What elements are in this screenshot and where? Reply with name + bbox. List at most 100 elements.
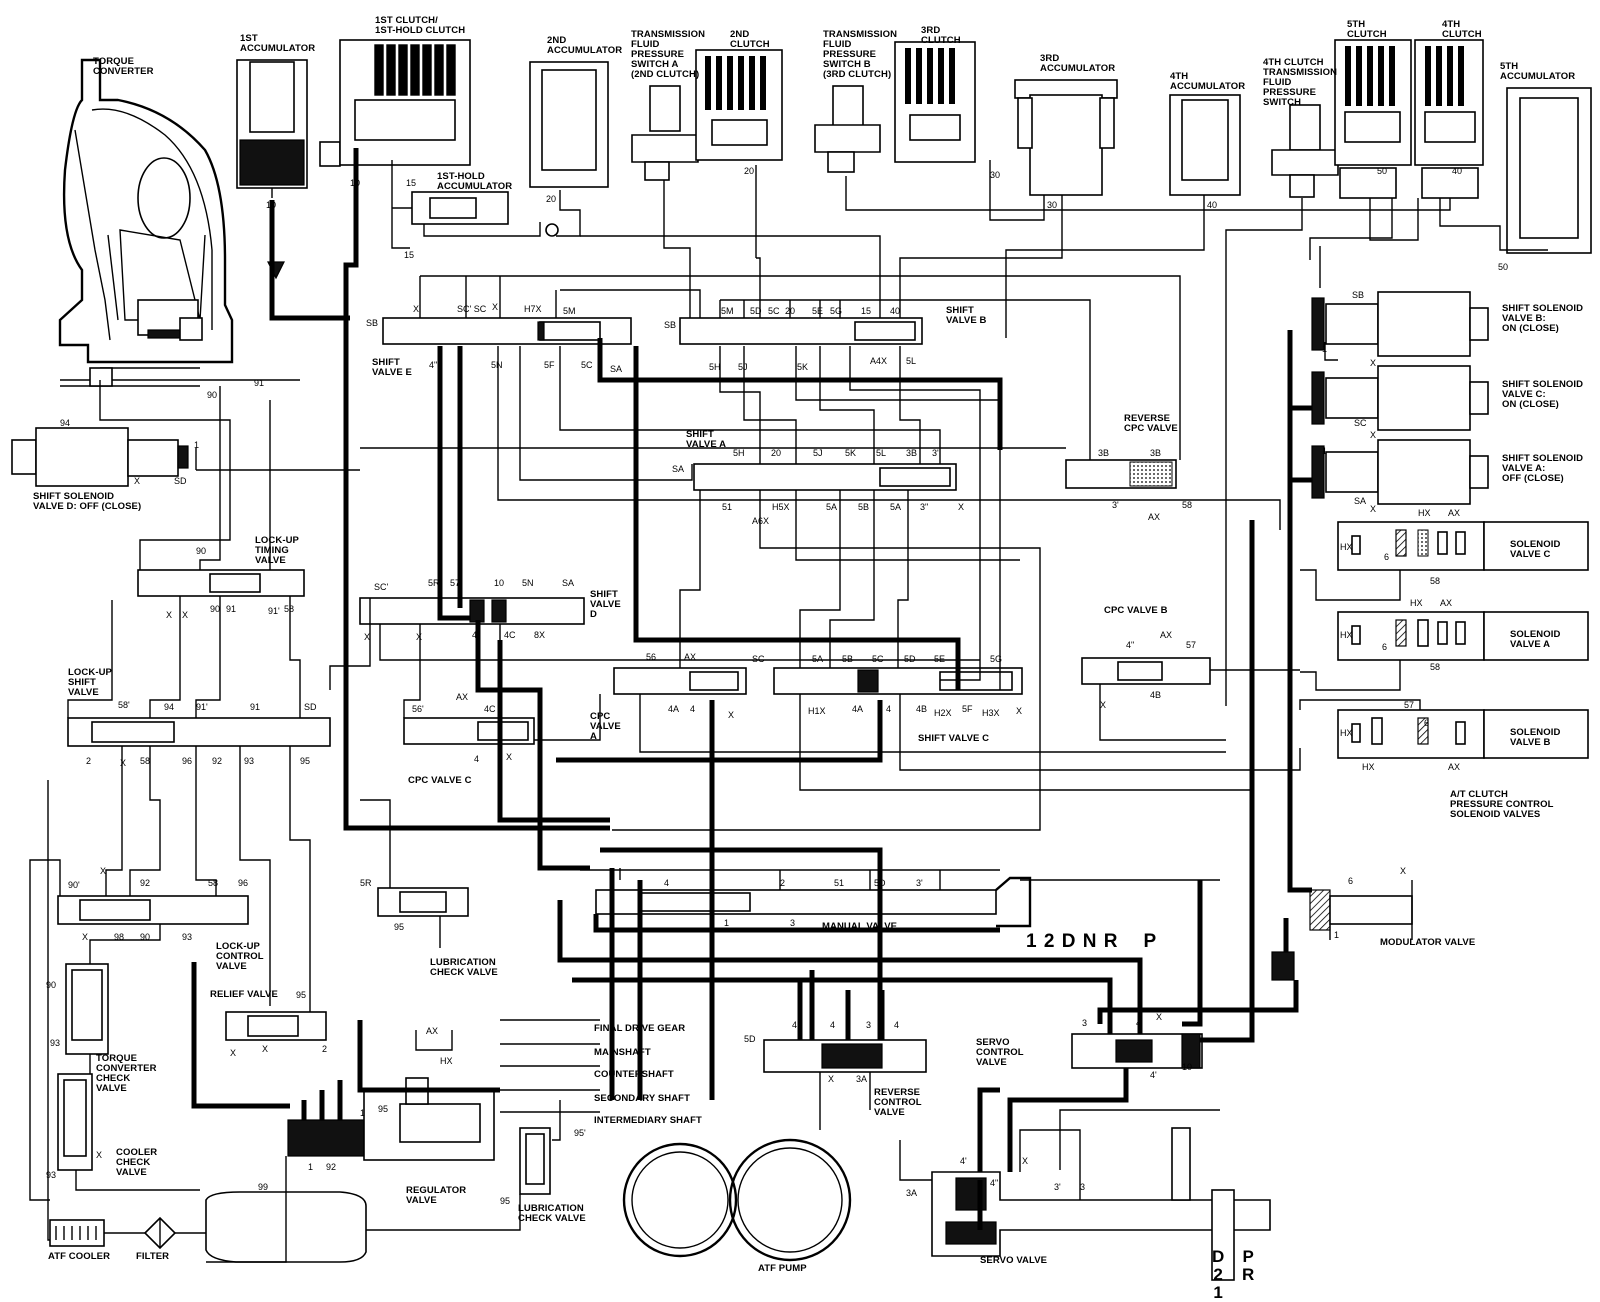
port-label: H3X: [982, 708, 1000, 718]
accumulator-1st: [236, 59, 308, 198]
port-label: 58: [208, 878, 219, 888]
port-label: X: [182, 610, 189, 620]
port-label: HX: [440, 1056, 453, 1066]
port-label: X: [166, 610, 173, 620]
reverse-control-valve: [763, 1039, 927, 1073]
port-label: 6: [1348, 876, 1354, 886]
atf-cooler: [49, 1219, 105, 1247]
port-label: 4B: [916, 704, 928, 714]
port-label: 5M: [721, 306, 734, 316]
label-atf-pump: ATF PUMP: [758, 1263, 807, 1274]
label-shift-solenoid-b: SHIFT SOLENOID VALVE B: ON (CLOSE): [1502, 303, 1584, 334]
lockup-shift-valve: [67, 717, 331, 747]
port-label: 5M: [563, 306, 576, 316]
relief-valve: [225, 1011, 327, 1041]
port-label: 8X: [534, 630, 546, 640]
shift-valve-a: [693, 463, 957, 491]
label-3rd-accumulator: 3RD ACCUMULATOR: [1040, 53, 1116, 74]
port-label: HX: [1340, 630, 1353, 640]
label-shift-valve-a: SHIFT VALVE A: [686, 429, 727, 450]
port-label: 98: [114, 932, 125, 942]
label-shift-solenoid-c: SHIFT SOLENOID VALVE C: ON (CLOSE): [1502, 379, 1584, 410]
port-label: X: [96, 1150, 103, 1160]
port-label: SD: [174, 476, 187, 486]
port-label: X: [100, 866, 107, 876]
label-lockup-shift-valve: LOCK-UP SHIFT VALVE: [68, 667, 112, 698]
shift-solenoid-a: [1311, 439, 1489, 505]
label-pressure-switch-b: TRANSMISSION FLUID PRESSURE SWITCH B (3R…: [823, 29, 898, 80]
shift-valve-d: [359, 597, 585, 625]
port-label: 4": [429, 360, 438, 370]
label-mainshaft: MAINSHAFT: [594, 1047, 651, 1058]
port-label: 4C: [504, 630, 516, 640]
port-label: X: [82, 932, 89, 942]
port-label: 92: [212, 756, 223, 766]
label-shift-valve-d: SHIFT VALVE D: [590, 589, 621, 620]
port-label: 5D: [874, 878, 886, 888]
label-shift-solenoid-a: SHIFT SOLENOID VALVE A: OFF (CLOSE): [1502, 453, 1584, 484]
label-lubrication-check-valve-upper: LUBRICATION CHECK VALVE: [430, 957, 498, 978]
port-label: 90: [46, 980, 57, 990]
clutch-1st: [319, 39, 471, 167]
label-solenoid-valve-b: SOLENOID VALVE B: [1510, 727, 1561, 748]
port-label: 4: [830, 1020, 836, 1030]
port-label: 92: [140, 878, 151, 888]
clutch-3rd: [894, 41, 976, 163]
port-label: 91': [196, 702, 208, 712]
port-label: 5A: [890, 502, 902, 512]
port-label: 96: [238, 878, 249, 888]
clutch-5th: [1334, 39, 1412, 199]
label-shift-solenoid-d: SHIFT SOLENOID VALVE D: OFF (CLOSE): [33, 491, 142, 512]
port-label: 30: [1047, 200, 1058, 210]
port-label: 5D: [744, 1034, 756, 1044]
solenoid-valve-b: [1337, 709, 1589, 759]
reverse-cpc-valve: [1065, 459, 1177, 489]
label-cpc-valve-b: CPC VALVE B: [1104, 605, 1168, 616]
port-label: 6: [1384, 552, 1390, 562]
port-label: 4': [960, 1156, 967, 1166]
port-label: HX: [1418, 508, 1431, 518]
port-label: AX: [1440, 598, 1453, 608]
label-relief-valve: RELIEF VALVE: [210, 989, 278, 1000]
port-label: 2: [322, 1044, 328, 1054]
port-label: 15: [406, 178, 417, 188]
port-label: SA: [672, 464, 685, 474]
clutch-2nd: [695, 49, 783, 161]
cpc-valve-a: [613, 667, 747, 695]
port-label: 5B: [842, 654, 854, 664]
port-label: 4: [894, 1020, 900, 1030]
port-label: 30: [990, 170, 1001, 180]
port-label: 1: [360, 1108, 366, 1118]
port-label: 93: [46, 1170, 57, 1180]
label-lockup-control-valve: LOCK-UP CONTROL VALVE: [216, 941, 264, 972]
label-filter: FILTER: [136, 1251, 170, 1262]
port-label: H1X: [808, 706, 826, 716]
port-label: 93: [244, 756, 255, 766]
label-4th-clutch: 4TH CLUTCH: [1442, 19, 1482, 40]
port-label: 3': [916, 878, 923, 888]
port-label: 3": [920, 502, 929, 512]
port-label: SA: [610, 364, 623, 374]
port-label: 95: [300, 756, 311, 766]
port-label: 50: [1377, 166, 1388, 176]
port-label: 90: [140, 932, 151, 942]
port-label: 5D: [750, 306, 762, 316]
port-label: X: [413, 304, 420, 314]
port-label: AX: [456, 692, 469, 702]
port-label: 3': [1054, 1182, 1061, 1192]
port-label: 51: [722, 502, 733, 512]
label-pressure-switch-a: TRANSMISSION FLUID PRESSURE SWITCH A (2N…: [631, 29, 706, 80]
label-servo-valve: SERVO VALVE: [980, 1255, 1048, 1266]
lockup-control-valve: [57, 895, 249, 925]
port-label: 40: [890, 306, 901, 316]
port-label: 5G: [830, 306, 843, 316]
port-label: A4X: [870, 356, 888, 366]
port-label: 95: [378, 1104, 389, 1114]
accumulator-2nd: [529, 61, 609, 237]
port-label: X: [1370, 430, 1377, 440]
port-label: HX: [1362, 762, 1375, 772]
label-1st-accumulator: 1ST ACCUMULATOR: [240, 33, 316, 54]
shift-valve-b: [679, 317, 923, 345]
accumulator-3rd: [1014, 79, 1118, 196]
